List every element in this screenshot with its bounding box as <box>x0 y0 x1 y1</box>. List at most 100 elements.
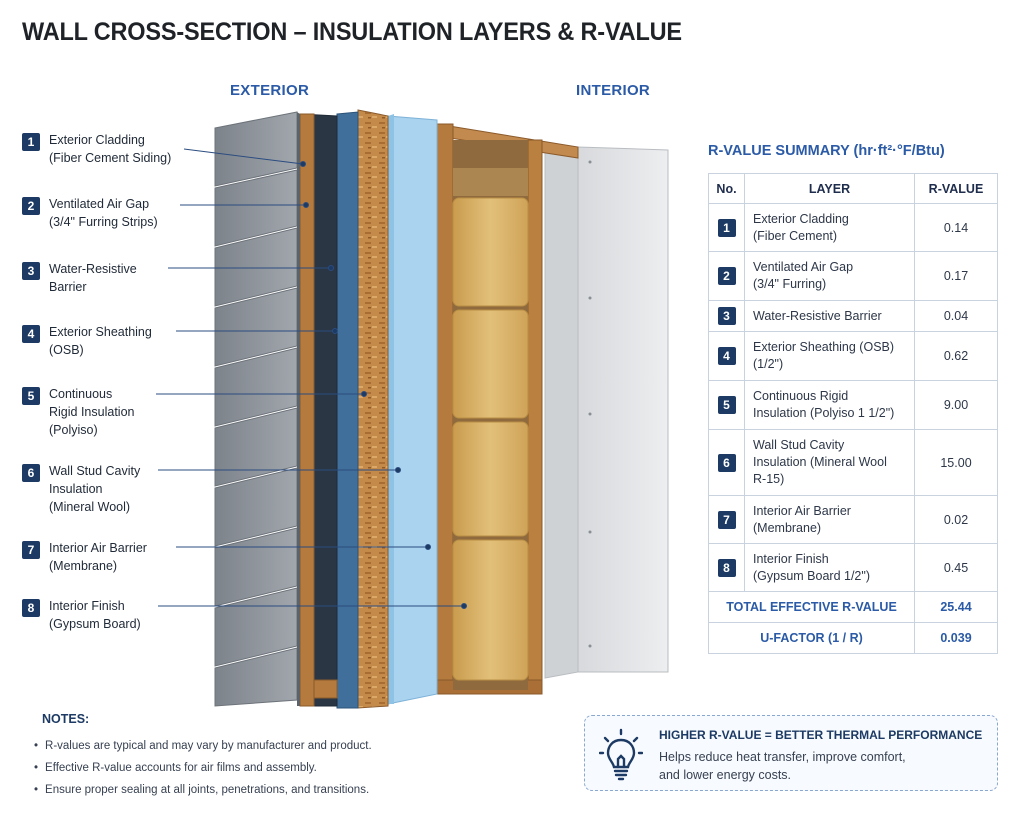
callout-line: Exterior Cladding <box>49 133 145 147</box>
callout-line: (Fiber Cement Siding) <box>49 151 172 165</box>
layer-name: Exterior Sheathing (OSB) <box>753 340 895 354</box>
callout-line: Interior Air Barrier <box>49 541 147 555</box>
layer-name: Interior Finish <box>753 551 829 566</box>
callout-number-badge: 6 <box>22 464 40 482</box>
tip-text: and lower energy costs. <box>659 768 792 782</box>
thermal-performance-tip: HIGHER R-VALUE = BETTER THERMAL PERFORMA… <box>584 715 998 791</box>
table-row: 2 Ventilated Air Gap (3/4" Furring) 0.17 <box>708 251 998 301</box>
r-value-cell: 0.17 <box>914 251 998 301</box>
layer-name: Insulation (Polyiso 1 1/2") <box>753 406 895 420</box>
callout-number-badge: 8 <box>22 599 40 617</box>
callout-line: Continuous <box>49 387 113 401</box>
wall-cross-section-illustration <box>214 109 669 709</box>
column-header-r-value: R-VALUE <box>914 173 998 204</box>
callout-line: (Polyiso) <box>49 423 98 437</box>
total-r-value-label: TOTAL EFFECTIVE R-VALUE <box>708 591 915 623</box>
layer-name: Ventilated Air Gap <box>753 260 854 274</box>
table-row: 4 Exterior Sheathing (OSB) (1/2") 0.62 <box>708 331 998 381</box>
callout-1: 1 Exterior Cladding (Fiber Cement Siding) <box>22 131 171 167</box>
r-value-cell: 15.00 <box>914 429 998 496</box>
callout-2: 2 Ventilated Air Gap (3/4" Furring Strips… <box>22 195 158 231</box>
r-value-cell: 0.14 <box>914 203 998 252</box>
note-item: Effective R-value accounts for air films… <box>34 757 372 779</box>
r-value-cell: 0.45 <box>914 543 998 592</box>
callout-line: (Gypsum Board) <box>49 617 141 631</box>
callout-line: (3/4" Furring Strips) <box>49 215 158 229</box>
callout-line: (OSB) <box>49 343 84 357</box>
r-value-cell: 0.04 <box>914 300 998 332</box>
callout-line: Insulation <box>49 482 103 496</box>
layer-name: (Gypsum Board 1/2") <box>753 568 870 583</box>
r-value-summary-table: No. LAYER R-VALUE 1 Exterior Cladding (Fi… <box>708 173 998 654</box>
callout-line: Wall Stud Cavity <box>49 464 141 478</box>
note-item: R-values are typical and may vary by man… <box>34 735 372 757</box>
page-title: WALL CROSS-SECTION – INSULATION LAYERS &… <box>22 18 682 46</box>
callout-line: Water-Resistive <box>49 262 137 276</box>
exterior-label: EXTERIOR <box>230 82 310 99</box>
callout-line: Ventilated Air Gap <box>49 197 150 211</box>
row-number-badge: 4 <box>717 347 736 365</box>
callout-number-badge: 4 <box>22 325 40 343</box>
callout-line: (Mineral Wool) <box>49 500 131 514</box>
layer-name: Wall Stud Cavity <box>753 438 845 452</box>
callout-8: 8 Interior Finish (Gypsum Board) <box>22 597 141 633</box>
row-number-badge: 8 <box>717 558 736 577</box>
callout-7: 7 Interior Air Barrier (Membrane) <box>22 539 147 575</box>
row-number-badge: 2 <box>717 267 736 285</box>
table-header-row: No. LAYER R-VALUE <box>708 173 998 204</box>
callout-4: 4 Exterior Sheathing (OSB) <box>22 323 152 359</box>
layer-name: (3/4" Furring) <box>753 277 827 291</box>
callout-line: Interior Finish <box>49 599 125 613</box>
callout-number-badge: 5 <box>22 387 40 405</box>
layer-name: Continuous Rigid <box>753 389 849 403</box>
total-r-value: 25.44 <box>914 591 998 623</box>
layer-name: (1/2") <box>753 357 784 371</box>
r-value-cell: 0.62 <box>914 331 998 381</box>
callout-line: Exterior Sheathing <box>49 325 152 339</box>
row-number-badge: 6 <box>717 453 736 472</box>
layer-name: Exterior Cladding <box>753 211 849 226</box>
callout-number-badge: 2 <box>22 197 40 215</box>
callout-number-badge: 3 <box>22 262 40 280</box>
column-header-layer: LAYER <box>744 173 915 204</box>
layer-name: (Membrane) <box>753 520 822 535</box>
total-r-value-row: TOTAL EFFECTIVE R-VALUE 25.44 <box>708 591 998 623</box>
lightbulb-icon <box>599 728 643 781</box>
tip-heading: HIGHER R-VALUE = BETTER THERMAL PERFORMA… <box>659 728 983 742</box>
note-item: Ensure proper sealing at all joints, pen… <box>34 779 372 801</box>
table-row: 7 Interior Air Barrier (Membrane) 0.02 <box>708 495 998 544</box>
callout-line: Rigid Insulation <box>49 405 135 419</box>
interior-label: INTERIOR <box>576 82 651 99</box>
table-row: 3 Water-Resistive Barrier 0.04 <box>708 300 998 332</box>
u-factor-label: U-FACTOR (1 / R) <box>708 622 915 654</box>
callout-number-badge: 1 <box>22 133 40 151</box>
layer-name: Interior Air Barrier <box>753 503 851 518</box>
row-number-badge: 1 <box>717 218 736 237</box>
notes-list: R-values are typical and may vary by man… <box>34 735 372 801</box>
callout-number-badge: 7 <box>22 541 40 559</box>
table-row: 8 Interior Finish (Gypsum Board 1/2") 0.4… <box>708 543 998 592</box>
layer-name: R-15) <box>753 472 785 486</box>
row-number-badge: 7 <box>717 510 736 529</box>
notes-title: NOTES: <box>42 712 90 726</box>
r-value-cell: 0.02 <box>914 495 998 544</box>
tip-text: Helps reduce heat transfer, improve comf… <box>659 750 906 764</box>
row-number-badge: 5 <box>717 396 736 414</box>
table-row: 1 Exterior Cladding (Fiber Cement) 0.14 <box>708 203 998 252</box>
u-factor-row: U-FACTOR (1 / R) 0.039 <box>708 622 998 654</box>
u-factor-value: 0.039 <box>914 622 998 654</box>
layer-name: Insulation (Mineral Wool <box>753 455 887 469</box>
layer-name: Water-Resistive Barrier <box>753 308 882 323</box>
callout-line: Barrier <box>49 280 87 294</box>
row-number-badge: 3 <box>717 307 736 325</box>
layer-name: (Fiber Cement) <box>753 228 838 243</box>
callout-line: (Membrane) <box>49 559 118 573</box>
r-value-cell: 9.00 <box>914 380 998 430</box>
column-header-no: No. <box>708 173 745 204</box>
callout-leader-lines <box>156 148 467 609</box>
